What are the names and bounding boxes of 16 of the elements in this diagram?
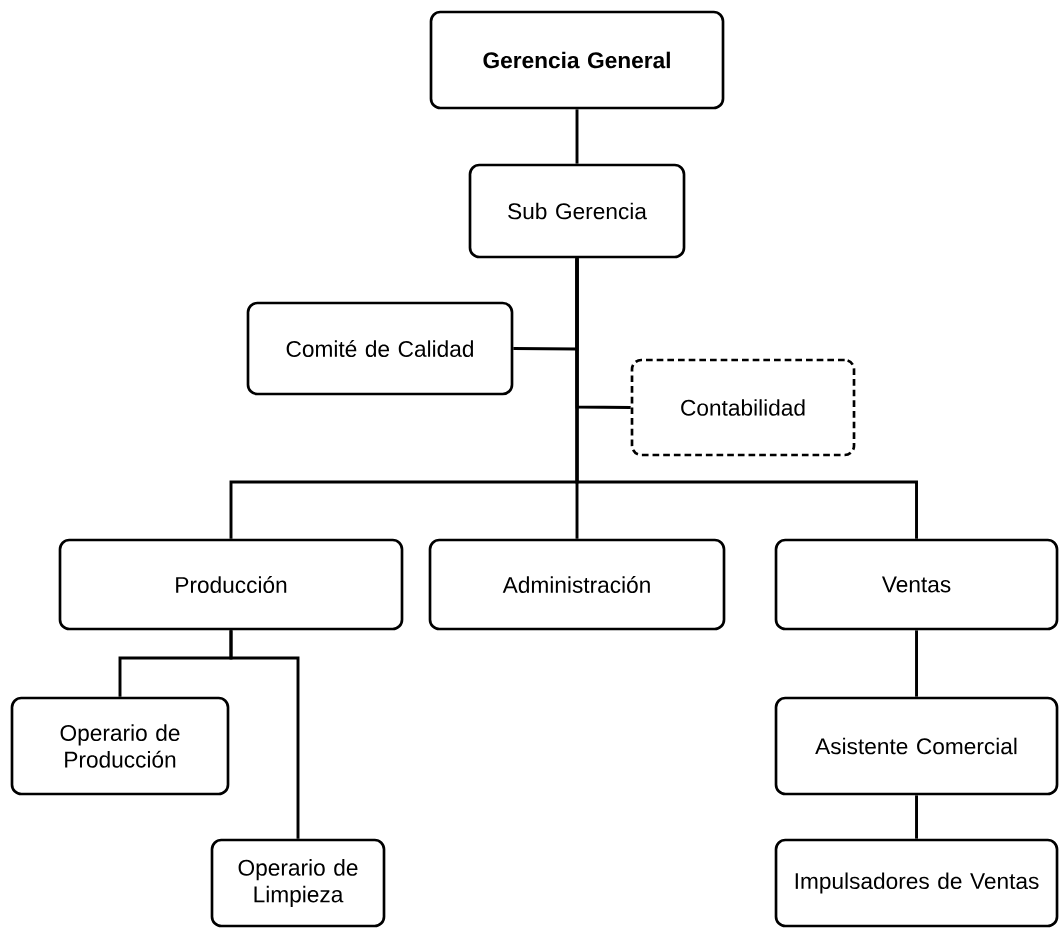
connector-line — [575, 109, 579, 164]
position-box: Ventas — [774, 538, 1059, 631]
connector-line — [229, 630, 300, 839]
position-box: Asistente Comercial — [774, 696, 1059, 796]
position-box: Producción — [58, 538, 404, 631]
connector-line — [575, 258, 918, 539]
dashed-box: Contabilidad — [630, 358, 856, 457]
connector-line — [915, 795, 918, 839]
position-box: Impulsadores de Ventas — [774, 838, 1059, 928]
title-box: Gerencia General — [429, 10, 725, 110]
position-box: Comité de Calidad — [246, 301, 514, 396]
connector-line — [915, 630, 918, 697]
position-box: Operario de Limpieza — [210, 838, 386, 928]
position-box: Sub Gerencia — [468, 163, 686, 259]
position-box: Operario de Producción — [10, 696, 230, 796]
position-box: Administración — [428, 538, 726, 631]
